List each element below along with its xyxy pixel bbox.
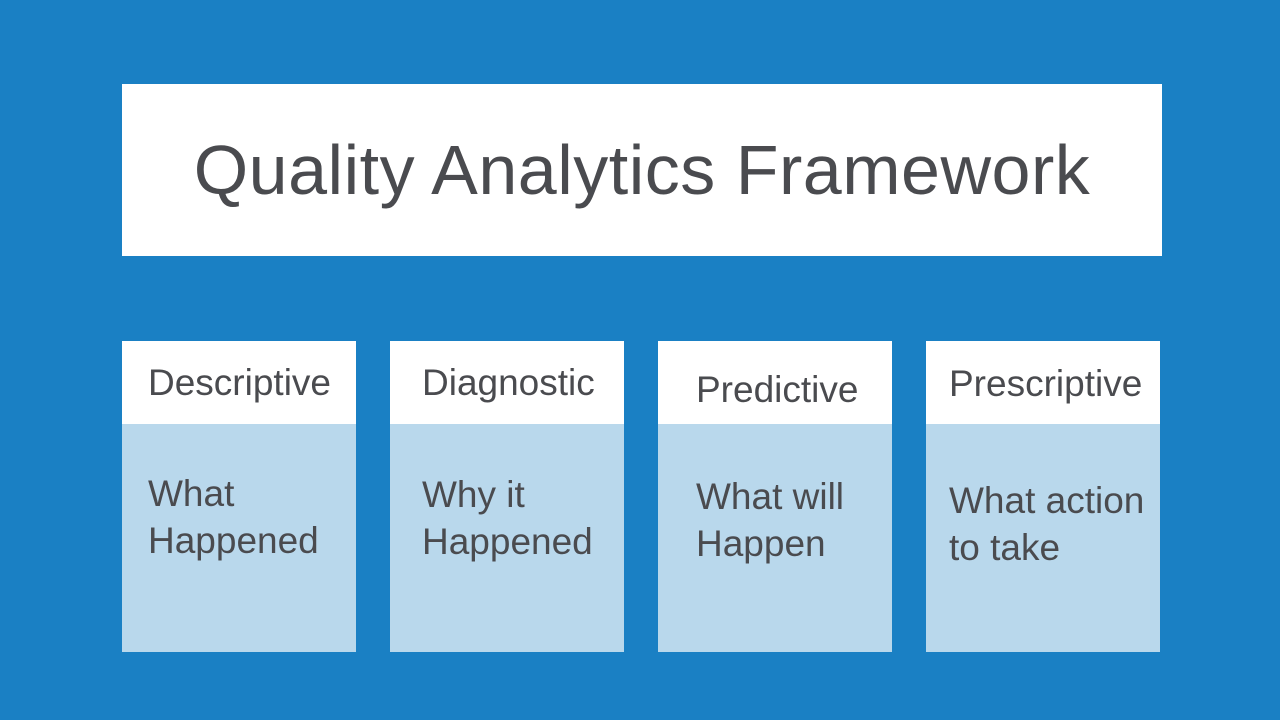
column-header-label: Predictive	[696, 368, 859, 410]
column-header: Prescriptive	[926, 341, 1160, 424]
column-body: What action to take	[926, 424, 1160, 652]
column-header: Diagnostic	[390, 341, 624, 424]
column-body-line: What	[148, 473, 235, 514]
column-diagnostic: Diagnostic Why it Happened	[390, 341, 624, 652]
slide-title: Quality Analytics Framework	[193, 131, 1091, 209]
column-body-line: Happen	[696, 523, 826, 564]
column-header: Descriptive	[122, 341, 356, 424]
title-banner: Quality Analytics Framework	[122, 84, 1162, 256]
column-predictive: Predictive What will Happen	[658, 341, 892, 652]
column-header-label: Descriptive	[148, 361, 331, 403]
column-body-line: What will	[696, 476, 845, 517]
column-body-line: to take	[949, 527, 1061, 568]
column-header-label: Prescriptive	[949, 362, 1143, 404]
column-header-label: Diagnostic	[422, 361, 595, 403]
column-body: Why it Happened	[390, 424, 624, 652]
column-body: What Happened	[122, 424, 356, 652]
column-body: What will Happen	[658, 424, 892, 652]
column-prescriptive: Prescriptive What action to take	[926, 341, 1160, 652]
analytics-columns: Descriptive What Happened Diagnostic Why…	[122, 341, 1160, 652]
column-descriptive: Descriptive What Happened	[122, 341, 356, 652]
column-body-line: What action	[949, 480, 1145, 521]
column-header: Predictive	[658, 341, 892, 424]
column-body-line: Happened	[422, 521, 593, 562]
column-body-line: Happened	[148, 520, 319, 561]
column-body-line: Why it	[422, 474, 525, 515]
